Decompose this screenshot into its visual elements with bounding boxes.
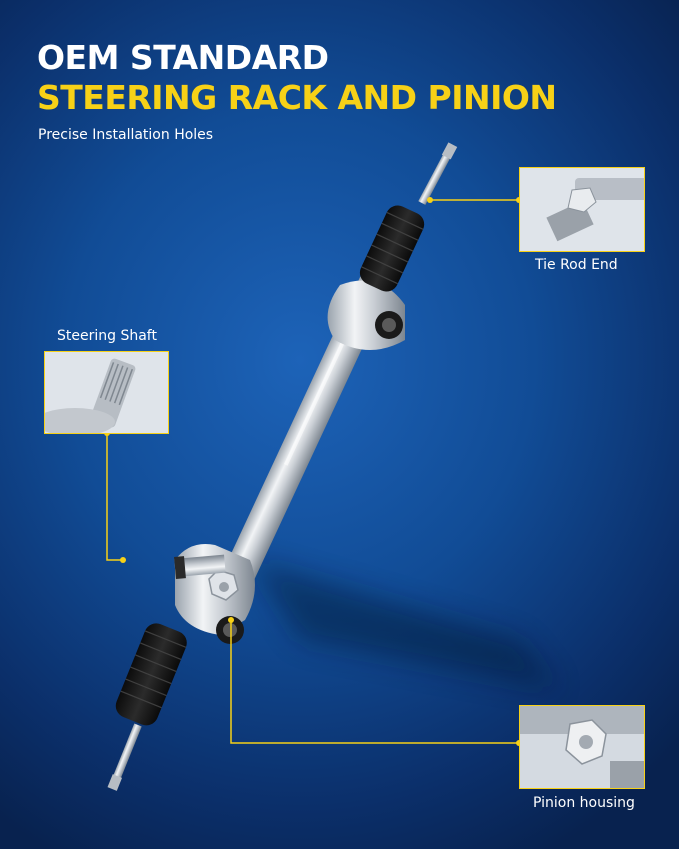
steering-shaft-label: Steering Shaft bbox=[57, 328, 157, 344]
tie-rod-end-label: Tie Rod End bbox=[535, 257, 618, 273]
tie-rod-end-detail-image bbox=[519, 167, 645, 252]
headline-oem-standard: OEM STANDARD bbox=[37, 38, 329, 77]
subtitle-feature: Precise Installation Holes bbox=[38, 127, 214, 143]
pinion-housing-label: Pinion housing bbox=[533, 795, 635, 811]
headline-product-name: STEERING RACK AND PINION bbox=[37, 78, 557, 117]
steering-shaft-detail-image bbox=[44, 351, 169, 434]
pinion-housing-detail-image bbox=[519, 705, 645, 789]
